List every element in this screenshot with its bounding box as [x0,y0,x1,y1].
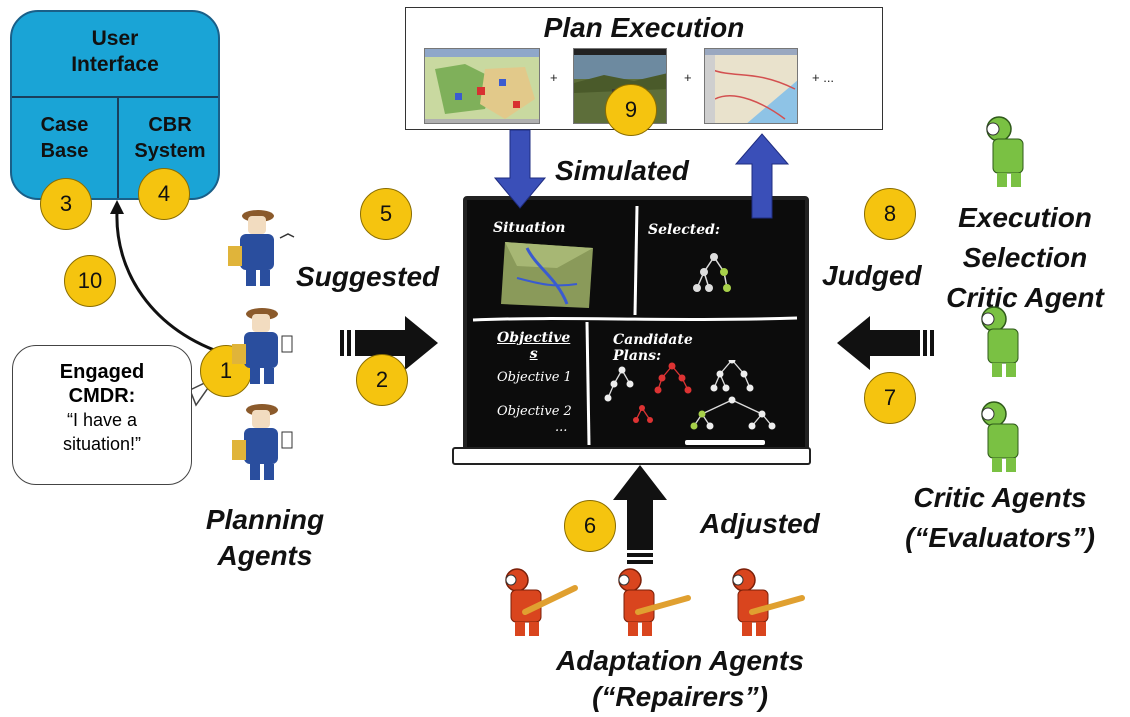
simulated-label: Simulated [555,155,689,186]
step-9-badge: 9 [605,84,657,136]
blackboard: Situation Selected: Objective s Objectiv… [463,196,809,456]
step-6-badge: 6 [564,500,616,552]
critic-agent-icon [981,306,1019,377]
judged-label: Judged [822,260,922,291]
plus-sign: + [684,70,692,85]
bubble-speaker: Engaged CMDR: [59,361,145,407]
user-interface-box: User Interface Case Base CBR System [10,10,220,200]
step-3-badge: 3 [40,178,92,230]
candidate-plan-trees [604,360,776,430]
situation-terrain-image [497,238,597,310]
adaptation-agents-label: Adaptation Agents (“Repairers”) [556,645,804,712]
plus-ellipsis: + ... [812,70,835,85]
ui-title: User Interface [71,27,159,76]
bubble-quote: “I have a situation!” [62,410,142,454]
planner-agent-icon [232,308,293,384]
step-8-badge: 8 [864,188,916,240]
situation-label: Situation [493,220,566,236]
blackboard-tray [452,447,811,465]
case-base-label: Case Base [40,114,89,162]
execution-critic-label: Execution Selection Critic Agent [946,202,1104,313]
selected-label: Selected: [648,222,721,238]
candidate-plans-label: Candidate Plans: [613,332,693,364]
planner-agent-icon [228,210,295,286]
objectives-header: Objective s [497,330,571,362]
plus-sign: + [550,70,558,85]
black-left-arrow [837,316,934,370]
black-up-arrow [613,465,667,564]
selected-plan-tree-icon [693,253,731,292]
repairer-agent-icon [505,568,578,636]
black-right-arrow [340,316,438,370]
speech-bubble: Engaged CMDR: “I have a situation!” [12,345,192,485]
step-7-badge: 7 [864,372,916,424]
step-2-badge: 2 [356,354,408,406]
blue-down-arrow [493,129,547,209]
objective-1: Objective 1 [497,370,572,385]
feedback-curve-arrow [115,211,229,357]
sea-map-thumbnail [704,48,798,124]
critic-agents-label: Critic Agents (“Evaluators”) [905,482,1095,553]
critic-agent-icon [981,401,1019,472]
step-4-badge: 4 [138,168,190,220]
objective-2: Objective 2 [497,404,572,419]
planning-agents-label: Planning Agents [205,504,325,571]
planner-agent-icon [232,404,293,480]
objectives-ellipsis: ... [555,420,568,435]
adjusted-label: Adjusted [700,508,820,539]
ui-divider-horizontal [12,96,218,98]
critic-agent-icon [986,116,1024,187]
blue-up-arrow [734,133,790,219]
ui-divider-vertical [117,96,119,198]
step-5-badge: 5 [360,188,412,240]
hex-map-thumbnail [424,48,540,124]
suggested-label: Suggested [296,261,440,292]
step-10-badge: 10 [64,255,116,307]
repairer-agent-icon [732,568,805,636]
repairer-agent-icon [618,568,691,636]
chalk-eraser [685,440,765,445]
plan-execution-title: Plan Execution [543,12,745,43]
cbr-system-label: CBR System [134,114,206,162]
